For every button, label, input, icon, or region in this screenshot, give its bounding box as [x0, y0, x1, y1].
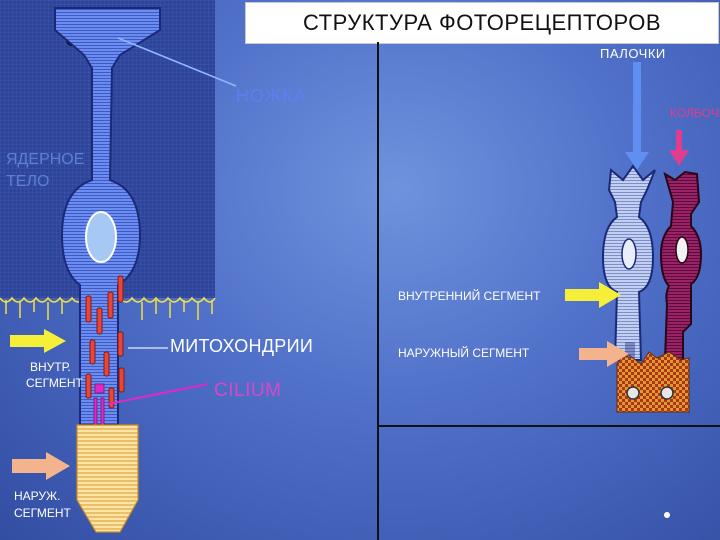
label-inner-segment-left-1: ВНУТР.	[30, 360, 71, 374]
label-rods: ПАЛОЧКИ	[600, 46, 666, 61]
label-inner-segment-left-2: СЕГМЕНТ	[26, 376, 83, 390]
rods-arrow	[625, 62, 649, 170]
label-cones: КОЛБОЧКИ	[670, 106, 720, 120]
vertical-divider	[377, 42, 379, 540]
cone-cell	[659, 170, 703, 361]
cilium-pointer	[107, 383, 209, 405]
label-inner-segment-right: ВНУТРЕННИЙ СЕГМЕНТ	[398, 289, 541, 303]
page-title: СТРУКТУРА ФОТОРЕЦЕПТОРОВ	[245, 2, 719, 44]
nucleus	[85, 211, 117, 263]
inner-segment-arrow-right	[565, 282, 621, 308]
left-photoreceptor-diagram	[0, 0, 237, 533]
label-nucleus-line1: ЯДЕРНОЕ	[6, 151, 85, 168]
label-outer-segment-left-1: НАРУЖ.	[14, 489, 61, 503]
villi	[5, 300, 213, 320]
label-nozhka: НОЖКА	[236, 86, 307, 106]
pigment-epithelium	[616, 351, 690, 413]
cones-arrow	[669, 130, 689, 166]
right-rod-cone-diagram	[565, 62, 703, 413]
inner-segment-arrow-left	[10, 329, 66, 353]
cone-nucleus	[675, 236, 689, 264]
outer-segment-arrow-left	[12, 452, 70, 480]
outer-segment-arrow-right	[579, 341, 629, 367]
page-title-text: СТРУКТУРА ФОТОРЕЦЕПТОРОВ	[302, 10, 662, 35]
outer-segment-rod	[625, 342, 635, 358]
label-nucleus-line2: ТЕЛО	[6, 173, 50, 190]
slide-dot	[664, 512, 670, 518]
label-outer-segment-right: НАРУЖНЫЙ СЕГМЕНТ	[398, 346, 530, 360]
rod-nucleus	[621, 238, 637, 270]
outer-segment-disks	[76, 424, 139, 533]
label-mitochondria: МИТОХОНДРИИ	[170, 336, 314, 356]
nozhka-pointer	[117, 37, 237, 87]
label-outer-segment-left-2: СЕГМЕНТ	[14, 506, 71, 520]
label-cilium: CILIUM	[214, 380, 282, 401]
rpe-nucleus-2	[660, 386, 674, 400]
mitochondria	[85, 275, 125, 409]
horizontal-divider	[378, 425, 720, 427]
rpe-nucleus-1	[626, 386, 640, 400]
